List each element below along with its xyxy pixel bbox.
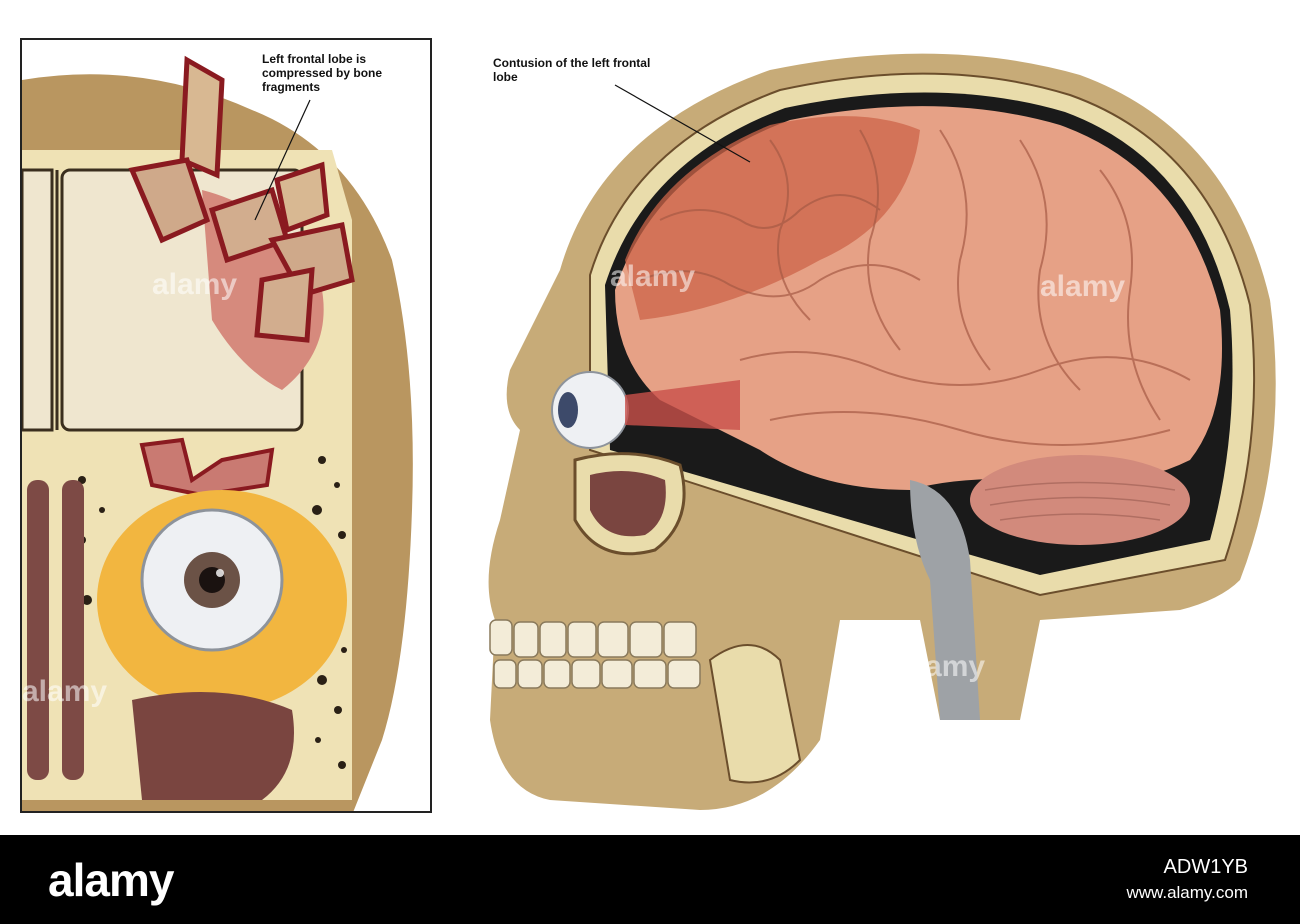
footer-brand-logo: alamy [48, 854, 174, 906]
orbital-roof-fracture [139, 437, 275, 498]
coronal-section-illustration [22, 40, 430, 811]
sagittal-head-illustration [488, 53, 1276, 810]
annotation-left: Left frontal lobe is compressed by bone … [262, 52, 383, 94]
nasal-cavity [27, 480, 84, 780]
annotation-leader-right [614, 84, 751, 163]
footer-bar: alamy ADW1YB www.alamy.com [0, 835, 1300, 924]
optic-muscles [625, 380, 740, 430]
maxillary-sinus [132, 692, 294, 800]
mandible-section [708, 644, 802, 784]
bone-fragments [128, 55, 355, 343]
footer-url: www.alamy.com [1126, 883, 1248, 902]
brain-gyri [639, 129, 1191, 446]
teeth [489, 619, 701, 689]
sagittal-head-panel: alamy alamy alamy [440, 20, 1300, 820]
coronal-section-panel: alamy alamy [20, 38, 432, 813]
frontal-lobe-contusion [625, 116, 920, 320]
footer-image-id: ADW1YB [1163, 856, 1248, 878]
brainstem [910, 480, 980, 720]
cerebellum [970, 455, 1190, 545]
annotation-right: Contusion of the left frontal lobe [493, 56, 651, 84]
annotation-leader-left [254, 99, 311, 221]
